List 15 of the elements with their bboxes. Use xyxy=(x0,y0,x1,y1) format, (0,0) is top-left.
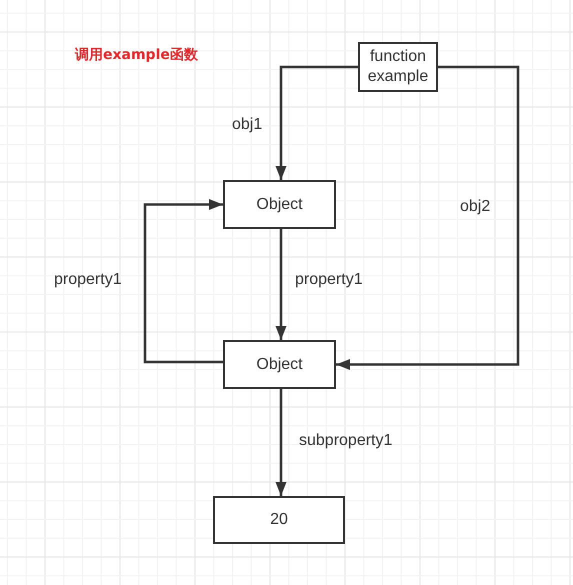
arrow xyxy=(144,199,223,364)
edge-label: subproperty1 xyxy=(299,431,392,451)
title: 调用example函数 xyxy=(75,46,198,64)
object-box: Object xyxy=(223,180,336,229)
function-box: function example xyxy=(358,42,438,92)
edge-label: obj1 xyxy=(232,115,262,135)
arrow xyxy=(276,229,286,340)
arrow xyxy=(276,389,286,496)
arrow xyxy=(276,66,358,180)
edge-label: property1 xyxy=(54,270,122,290)
arrow xyxy=(336,66,520,370)
object-box: Object xyxy=(223,340,336,389)
edge-label: property1 xyxy=(295,270,363,290)
value-box: 20 xyxy=(213,496,345,544)
edge-label: obj2 xyxy=(460,197,490,217)
